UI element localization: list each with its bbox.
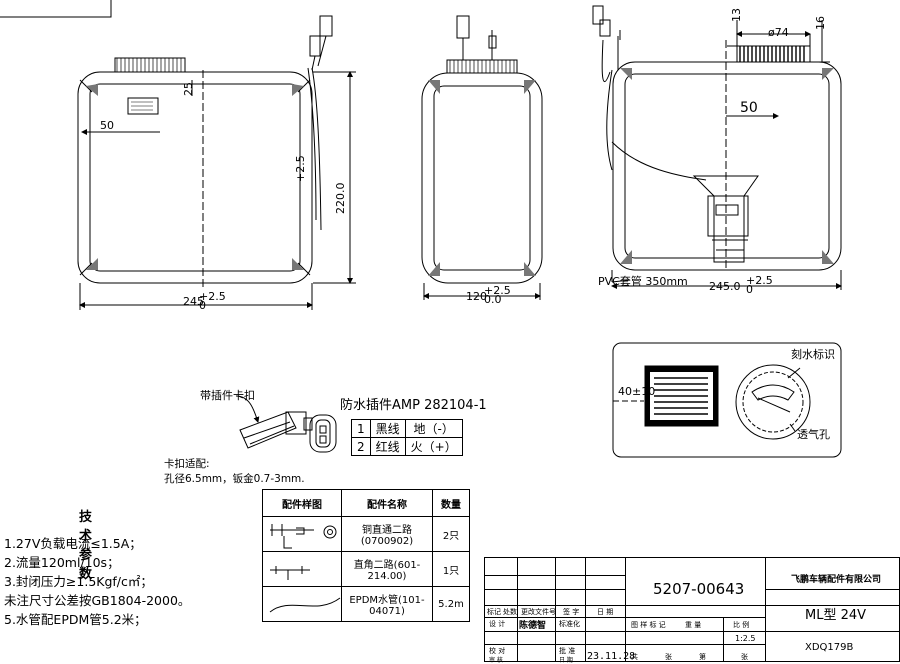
parts-row: 铜直通二路(0700902) 2只: [262, 516, 470, 552]
front-height-label: 220.0: [334, 183, 347, 215]
spec-line: 3.封闭压力≥1.5Kgf/c㎡；: [4, 574, 153, 589]
cap-dim-13: 13: [730, 8, 743, 22]
tb-part-number: 5207-00643: [653, 580, 745, 598]
parts-qty: 5.2m: [432, 586, 470, 622]
tb-standard-label: 标准化: [559, 620, 580, 628]
parts-header: 配件名称: [341, 489, 433, 517]
parts-row: 直角二路(601-214.00) 1只: [262, 551, 470, 587]
title-block: 标记 处数 更改文件号 签 字 日 期 设 计 陈德智 标准化 校 对 批 准 …: [484, 557, 900, 664]
tb-scale: 1:2.5: [735, 634, 756, 643]
side-view: [421, 15, 543, 300]
water-mark-label: 刻水标识: [791, 347, 835, 361]
rear-view: [592, 5, 842, 290]
tb-check-label: 校 对: [489, 647, 506, 655]
front-width-tol: +2.5: [199, 290, 226, 303]
rear-width-label: 245.0: [709, 280, 741, 293]
tb-sheet-label: 张: [665, 653, 672, 661]
front-offset-label: 50: [100, 119, 114, 132]
tb-designer: 陈德智: [519, 621, 547, 631]
side-width-tol: +2.5: [484, 284, 511, 297]
pin-wire: 黑线: [369, 419, 406, 438]
tb-weight-label: 重 量: [685, 621, 702, 629]
parts-row: EPDM水管(101-04071) 5.2m: [262, 586, 470, 622]
rear-width-tol: +2.5: [746, 274, 773, 287]
vent-label: 透气孔: [797, 427, 830, 441]
parts-header: 配件样图: [262, 489, 342, 517]
parts-table: 配件样图 配件名称 数量 铜直通二路(0700902) 2只 直角二路(601-…: [262, 489, 470, 622]
pin-row: 2 红线 火（+）: [351, 437, 463, 456]
front-cap-label: 25: [182, 82, 195, 96]
tb-design-label: 设 计: [489, 620, 506, 628]
rear-offset-label: 50: [740, 100, 758, 116]
clip-note-line: 卡扣适配:: [164, 458, 210, 470]
parts-header-row: 配件样图 配件名称 数量: [262, 489, 470, 517]
clip-note: 卡扣适配: 孔径6.5mm，钣金0.7-3mm.: [164, 457, 305, 487]
tb-date-label: 日 期: [597, 608, 614, 616]
clip-label: 带插件卡扣: [200, 388, 255, 402]
pin-function: 火（+）: [404, 437, 463, 456]
parts-qty: 1只: [432, 551, 470, 587]
rear-width-tol-low: 0: [746, 283, 753, 296]
parts-name: 直角二路(601-214.00): [341, 551, 433, 587]
front-width-label: 245: [183, 295, 204, 308]
front-view: [77, 15, 356, 310]
spec-line: 2.流量120ml/10s；: [4, 555, 120, 570]
tb-sheet2-label: 张: [741, 653, 748, 661]
parts-name: 铜直通二路(0700902): [341, 516, 433, 552]
clip-note-line: 孔径6.5mm，钣金0.7-3mm.: [164, 473, 305, 485]
pin-number: 2: [351, 437, 371, 456]
tb-model: ML型 24V: [805, 608, 867, 623]
top-view: [612, 342, 842, 458]
tb-date: 23.11.28: [587, 651, 636, 662]
cap-diameter-label: ø74: [768, 26, 789, 39]
parts-image-cell: [262, 516, 342, 552]
parts-image-cell: [262, 551, 342, 587]
tb-code: XDQ179B: [805, 642, 854, 653]
pin-number: 1: [351, 419, 371, 438]
side-width-tol-low: 0.0: [484, 293, 502, 306]
spec-line: 未注尺寸公差按GB1804-2000。: [4, 593, 191, 608]
pin-wire: 红线: [369, 437, 406, 456]
pin-row: 1 黑线 地（-）: [351, 419, 463, 438]
tb-page-label: 第: [699, 653, 706, 661]
parts-image-cell: [262, 586, 342, 622]
tb-sign-label: 签 字: [563, 608, 580, 616]
spec-line: 5.水管配EPDM管5.2米；: [4, 612, 147, 627]
parts-name: EPDM水管(101-04071): [341, 586, 433, 622]
tb-approve-label: 批 准: [559, 647, 576, 655]
tb-total-label: 共: [631, 653, 638, 661]
tb-doc-label: 更改文件号: [521, 608, 556, 616]
spec-line: 1.27V负载电流≤1.5A；: [4, 536, 142, 551]
parts-header: 数量: [432, 489, 470, 517]
pvc-sleeve-label: PVC套管 350mm: [598, 274, 688, 288]
tb-count-label: 处数: [503, 608, 517, 616]
tb-mark-label: 标记: [487, 608, 501, 616]
frame-corner: [0, 0, 112, 18]
top-view-height-label: 40±10: [618, 385, 655, 398]
front-width-tol-low: 0: [199, 299, 206, 312]
tb-stage-label: 图 样 标 记: [631, 621, 666, 629]
parts-qty: 2只: [432, 516, 470, 552]
tb-scale-label: 比 例: [733, 621, 750, 629]
front-height-tol: +2.5: [294, 155, 307, 182]
side-width-label: 120: [466, 290, 487, 303]
specs-title: 技术参数: [79, 510, 93, 582]
connector-pin-table: 1 黑线 地（-） 2 红线 火（+）: [351, 419, 463, 456]
pin-function: 地（-）: [404, 419, 463, 438]
tb-company: 飞鹏车辆配件有限公司: [791, 575, 882, 585]
connector-title: 防水插件AMP 282104-1: [340, 398, 487, 413]
cap-dim-16: 16: [814, 16, 827, 30]
connector-sketch: [235, 395, 337, 453]
